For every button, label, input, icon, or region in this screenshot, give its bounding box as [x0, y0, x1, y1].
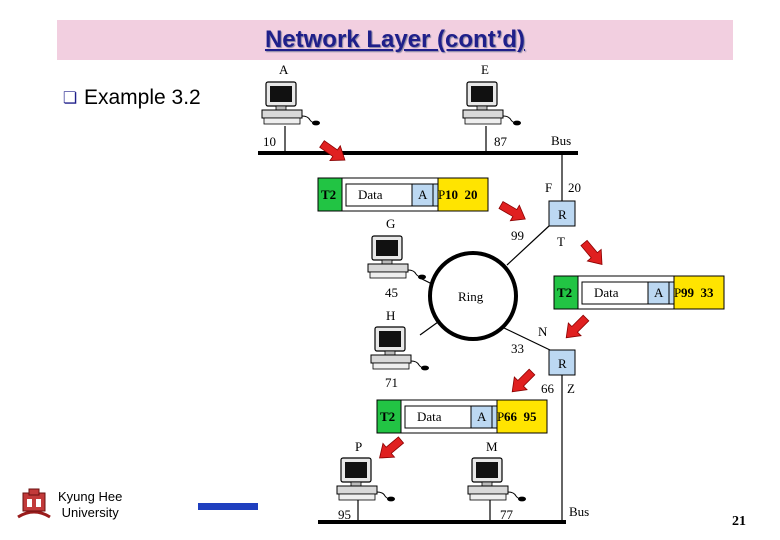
frame-3-addrs: 66 95 [504, 409, 537, 424]
frame-1: T2 Data A P 10 20 [317, 177, 489, 212]
station-p-name: P [355, 439, 362, 454]
frame-2: T2 Data A P 99 33 [553, 275, 725, 310]
university-line-2: University [61, 505, 119, 520]
red-arrow-icon [373, 432, 408, 466]
frame-2-field-p: P [674, 285, 681, 300]
router-bottom-name-upper: N [538, 324, 548, 339]
frame-1-field-p: P [438, 187, 445, 202]
checkbox-bullet-icon: ❏ [62, 90, 78, 107]
computer-icon [367, 235, 427, 280]
university-line-1: Kyung Hee [58, 489, 123, 504]
station-g-addr: 45 [385, 285, 398, 300]
router-top-label: R [558, 207, 567, 222]
frame-1-header: T2 [321, 187, 336, 202]
bullet-text: Example 3.2 [84, 86, 201, 109]
station-h-name: H [386, 308, 395, 323]
frame-1-addrs: 10 20 [445, 187, 478, 202]
router-top-addr-lower: 99 [511, 228, 524, 243]
bullet-item: ❏ Example 3.2 [62, 86, 201, 110]
router-bottom-name-lower: Z [567, 381, 575, 396]
station-p-addr: 95 [338, 507, 351, 522]
station-m-addr: 77 [500, 507, 514, 522]
router-bottom-addr-lower: 66 [541, 381, 555, 396]
station-a: A 10 [261, 62, 321, 153]
station-m: M 77 [467, 439, 527, 522]
red-arrow-icon [505, 365, 539, 399]
frame-2-header: T2 [557, 285, 572, 300]
station-e-addr: 87 [494, 134, 508, 149]
computer-icon [336, 457, 396, 502]
router-top: R F 20 T 99 [506, 153, 581, 266]
title-bar: Network Layer (cont’d) [57, 20, 733, 60]
top-bus-label: Bus [551, 133, 571, 148]
station-p: P 95 [336, 439, 396, 522]
station-h: H 71 [370, 308, 439, 390]
ring [428, 251, 518, 341]
router-bottom-label: R [558, 356, 567, 371]
router-top-addr-upper: 20 [568, 180, 581, 195]
page-title: Network Layer (cont’d) [264, 26, 526, 53]
station-e-name: E [481, 62, 489, 77]
frame-2-field-a: A [654, 285, 664, 300]
frame-1-data: Data [358, 187, 383, 202]
frame-3: T2 Data A P 66 95 [376, 399, 548, 434]
page-number: 21 [732, 514, 746, 529]
red-arrow-icon [496, 196, 531, 228]
red-arrow-icon [559, 311, 593, 345]
frame-3-header: T2 [380, 409, 395, 424]
computer-icon [261, 81, 321, 126]
router-top-name-lower: T [557, 234, 565, 249]
station-h-addr: 71 [385, 375, 398, 390]
ring-label: Ring [458, 289, 484, 304]
red-arrow-icon [576, 236, 610, 271]
frame-3-field-p: P [497, 409, 504, 424]
university-name: Kyung Hee University [58, 489, 122, 521]
router-top-name-upper: F [545, 180, 552, 195]
frame-2-data: Data [594, 285, 619, 300]
station-a-addr: 10 [263, 134, 276, 149]
bottom-bus-label: Bus [569, 504, 589, 519]
frame-1-field-a: A [418, 187, 428, 202]
station-g-name: G [386, 216, 395, 231]
station-a-name: A [279, 62, 289, 77]
frame-3-field-a: A [477, 409, 487, 424]
router-top-box [548, 200, 576, 227]
computer-icon [370, 326, 430, 371]
station-m-name: M [486, 439, 498, 454]
accent-bar [198, 503, 258, 510]
computer-icon [462, 81, 522, 126]
station-e: E 87 [462, 62, 522, 153]
router-bottom-addr-upper: 33 [511, 341, 524, 356]
frame-2-addrs: 99 33 [681, 285, 714, 300]
university-logo-icon [17, 488, 51, 519]
station-g: G 45 [367, 216, 433, 300]
frame-3-data: Data [417, 409, 442, 424]
computer-icon [467, 457, 527, 502]
router-bottom: R N 33 Z 66 [501, 324, 576, 522]
